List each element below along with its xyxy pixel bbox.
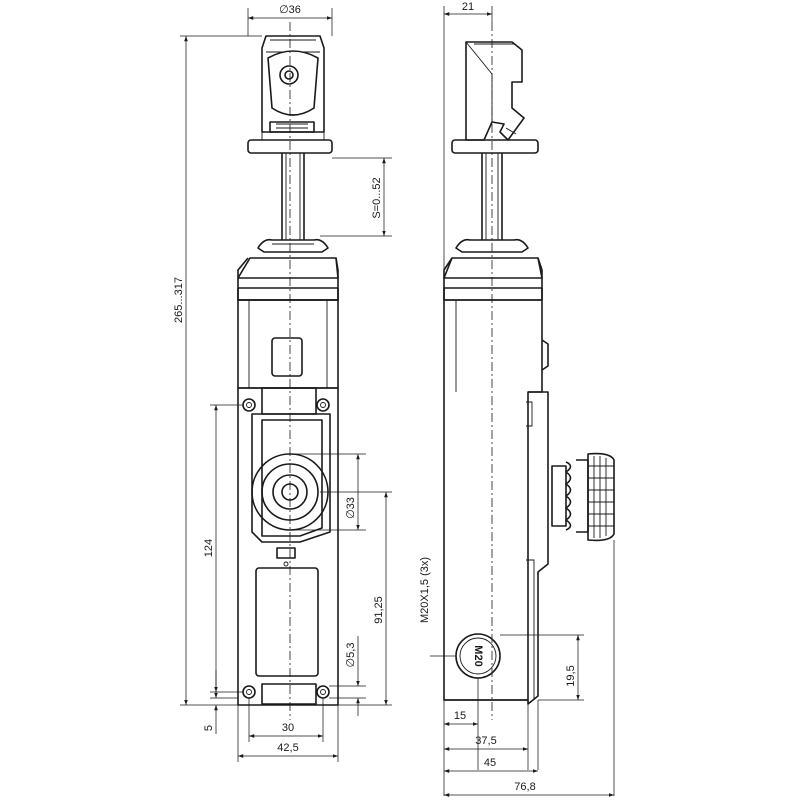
side-dimensions: 21 M20X1,5 (3x) 19,5 15 37,5 45 76,8 [419, 1, 615, 797]
side-actuator-head [451, 41, 539, 154]
front-upper-housing [237, 257, 339, 389]
side-housing [443, 257, 549, 705]
side-conduit-entry: M20 [455, 633, 501, 679]
side-knob [551, 452, 615, 542]
dim-conduit-height: 19,5 [565, 665, 577, 686]
dim-conduit-thread: M20X1,5 (3x) [419, 557, 431, 623]
dim-head-depth: 21 [462, 1, 474, 13]
dim-total-height: 265...317 [173, 277, 185, 323]
dim-bottom-offset: 5 [203, 725, 215, 731]
dim-screw-distance: 124 [203, 539, 215, 557]
front-lower-housing [237, 387, 339, 706]
dim-15: 15 [454, 710, 466, 722]
dim-body-width: 42,5 [277, 742, 298, 754]
dim-37-5: 37,5 [475, 735, 496, 747]
dim-hole-spacing: 30 [282, 722, 294, 734]
dim-stroke: S=0...52 [371, 177, 383, 218]
dim-knob-diameter: ∅33 [345, 497, 357, 519]
dim-76-8: 76,8 [514, 781, 535, 793]
dim-knob-to-bottom: 91,25 [373, 596, 385, 624]
side-actuator-rod [455, 153, 529, 253]
dim-hole-diameter: ∅5,3 [345, 643, 357, 668]
dim-top-width: ∅36 [279, 4, 301, 16]
front-actuator-rod [257, 153, 329, 253]
front-dimensions: ∅36 265...317 S=0...52 124 ∅33 91,25 ∅5,… [173, 4, 392, 762]
conduit-label: M20 [472, 645, 484, 666]
front-actuator-head [247, 35, 333, 154]
side-view: M20 [443, 22, 615, 720]
dim-45: 45 [484, 757, 496, 769]
front-view [237, 22, 339, 720]
